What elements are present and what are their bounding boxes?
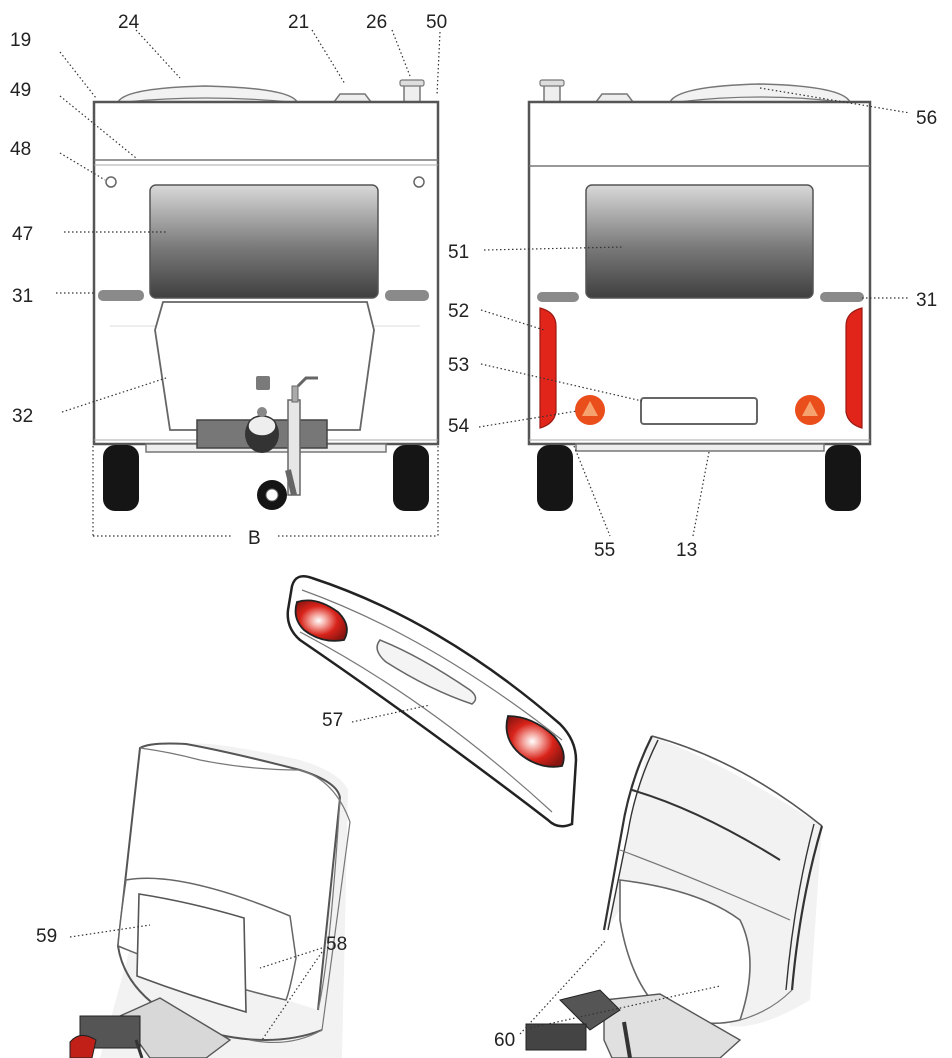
- number-plate: [640, 397, 758, 425]
- label-24: 24: [118, 12, 140, 33]
- label-54: 54: [448, 416, 470, 437]
- rear-3d-view: [525, 735, 824, 1058]
- label-60: 60: [494, 1030, 515, 1051]
- rear-axle: [575, 443, 825, 452]
- leader-lines: [56, 29, 911, 1041]
- label-13: 13: [676, 540, 697, 561]
- rear-side-light-right: [820, 292, 864, 302]
- rear-light-bar: [286, 575, 578, 828]
- label-19: 19: [10, 30, 31, 51]
- label-53: 53: [448, 355, 469, 376]
- front-cover: [154, 301, 375, 431]
- label-21: 21: [288, 12, 309, 33]
- rear-window: [585, 184, 814, 299]
- label-59: 59: [36, 926, 57, 947]
- front-wheel-left: [103, 445, 139, 511]
- label-50: 50: [426, 12, 447, 33]
- label-49: 49: [10, 80, 31, 101]
- side-light-left: [98, 290, 144, 301]
- marker-light-right: [413, 176, 425, 188]
- light-bar-lamp-left: [294, 599, 348, 642]
- label-55: 55: [594, 540, 615, 561]
- side-light-right: [385, 290, 429, 301]
- label-48: 48: [10, 139, 31, 160]
- callout-labels: 19 24 21 26 50 49 48 47 31 32 B 56 51 31…: [10, 12, 937, 1051]
- rear-roof-hatch: [668, 83, 852, 103]
- label-57: 57: [322, 710, 343, 731]
- front-lock: [256, 376, 270, 390]
- roof-hatch-large: [116, 85, 299, 103]
- label-51: 51: [448, 242, 469, 263]
- label-56: 56: [916, 108, 937, 129]
- marker-light-left: [105, 176, 117, 188]
- label-47: 47: [12, 224, 33, 245]
- front-view: [92, 79, 440, 538]
- label-26: 26: [366, 12, 387, 33]
- label-31-rear: 31: [916, 290, 937, 311]
- rear-side-light-left: [537, 292, 579, 302]
- rear-chimney: [543, 83, 561, 103]
- front-wheel-right: [393, 445, 429, 511]
- rear-view: [527, 79, 872, 511]
- label-52: 52: [448, 301, 469, 322]
- tail-light-left: [539, 307, 557, 429]
- rear-wheel-right: [825, 445, 861, 511]
- label-31-front: 31: [12, 286, 33, 307]
- front-3d-view: [69, 742, 351, 1058]
- label-58: 58: [326, 934, 347, 955]
- front-3d-window: [136, 893, 247, 1014]
- front-window: [149, 184, 379, 299]
- label-32: 32: [12, 406, 33, 427]
- chimney: [403, 83, 421, 103]
- light-bar-lamp-right: [505, 715, 565, 768]
- label-B: B: [248, 528, 261, 549]
- rear-wheel-left: [537, 445, 573, 511]
- tail-light-right: [845, 307, 863, 429]
